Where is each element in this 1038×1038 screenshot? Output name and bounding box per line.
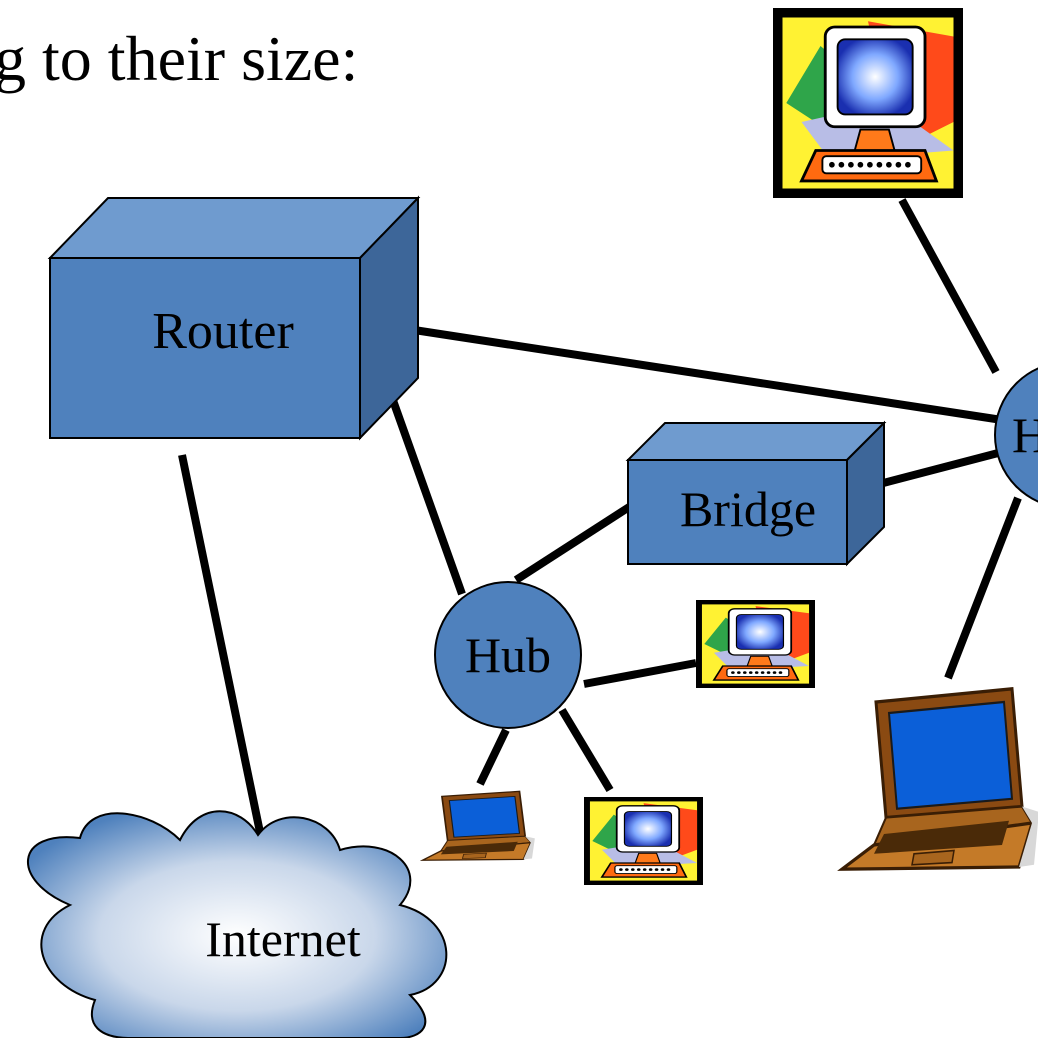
internet-cloud: Internet <box>27 810 448 1038</box>
link-hub-desktop-small <box>583 659 697 688</box>
slide-heading: g to their size: <box>0 23 358 94</box>
link-router-internet <box>178 454 266 843</box>
link-hub-laptop-small <box>476 728 510 786</box>
hub-device: Hub <box>434 581 582 729</box>
hub-right-device: H <box>994 367 1038 503</box>
internet-label: Internet <box>205 911 361 967</box>
network-links <box>178 198 1022 843</box>
bridge-device: Bridge <box>625 420 887 567</box>
desktop-computer-icon <box>771 6 965 200</box>
laptop-computer-icon <box>421 790 536 862</box>
link-router-hub <box>386 390 466 596</box>
router-label: Router <box>152 303 294 360</box>
desktop-computer-icon <box>695 599 816 689</box>
router-device: Router <box>47 195 421 441</box>
link-hub-desktop-bottom <box>558 707 614 793</box>
desktop-computer-icon <box>583 796 704 886</box>
hub-label: Hub <box>465 627 551 683</box>
hub-right-label: H <box>1012 407 1038 463</box>
link-router-hub-right <box>387 322 1003 424</box>
link-laptop-hub-right <box>944 496 1022 680</box>
link-hub-bridge <box>513 496 643 584</box>
bridge-label: Bridge <box>680 481 816 537</box>
laptop-computer-icon <box>840 687 1038 871</box>
link-desktop-hub-right <box>898 198 1000 374</box>
link-bridge-hub-right <box>866 448 1004 491</box>
